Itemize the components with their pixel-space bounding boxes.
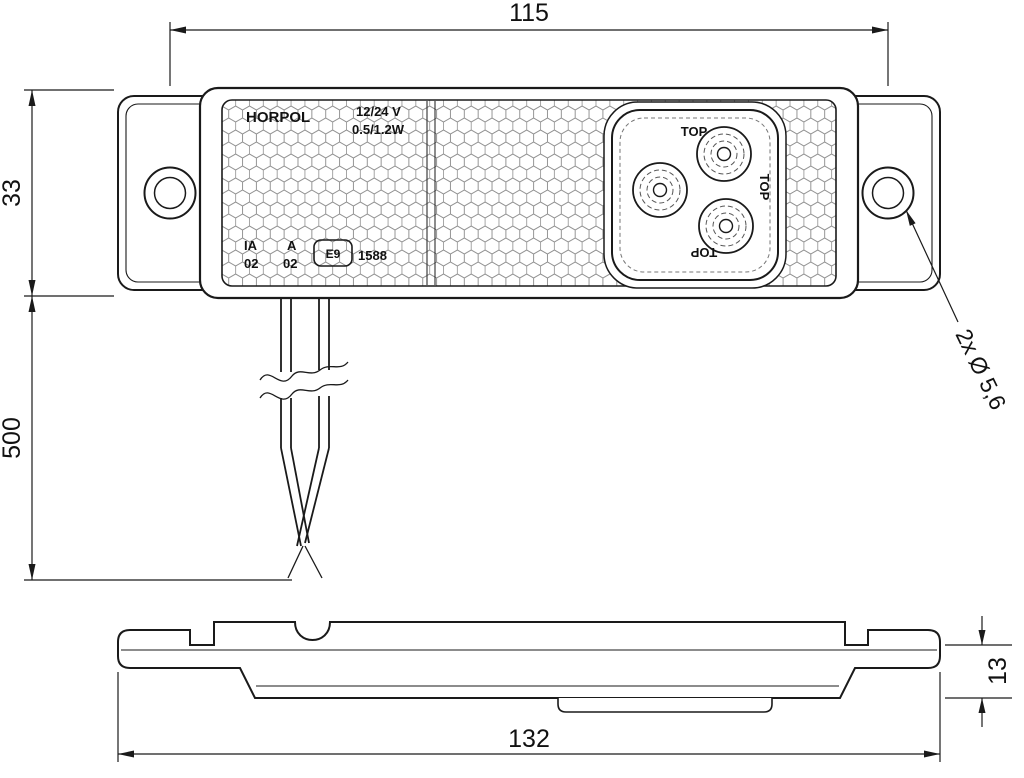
dim-hole-spacing: 115 — [509, 0, 549, 27]
top-label-upper: TOP — [681, 124, 708, 139]
wire-tip — [304, 545, 323, 579]
brand-label: HORPOL — [246, 109, 310, 126]
led-panel-outer — [603, 101, 787, 289]
top-label-side: TOP — [757, 174, 772, 201]
led-3 — [698, 198, 754, 254]
dimension-lines — [24, 22, 1012, 762]
break-symbol — [259, 361, 349, 382]
lamp-markings: HORPOL 12/24 V 0.5/1.2W IA A 02 02 E9 15… — [244, 104, 772, 271]
side-view — [117, 621, 941, 713]
front-view — [117, 86, 941, 300]
e-mark-label: E9 — [326, 247, 341, 261]
voltage-label: 12/24 V — [356, 104, 401, 119]
dim-overall-width: 132 — [508, 725, 550, 753]
leader-arrowhead — [906, 210, 916, 226]
led-2 — [696, 126, 752, 182]
hole-leader-line — [905, 209, 959, 323]
wires — [259, 299, 349, 579]
right-mounting-hole — [861, 166, 915, 220]
break-symbol — [259, 379, 349, 400]
approval-02b-label: 02 — [283, 256, 297, 271]
approval-02-label: 02 — [244, 256, 258, 271]
led-panel-texture — [619, 117, 771, 273]
power-label: 0.5/1.2W — [352, 122, 405, 137]
top-label-lower: TOP — [690, 245, 717, 260]
dim-body-height: 33 — [0, 179, 26, 207]
side-profile — [117, 621, 941, 699]
approval-number-label: 1588 — [358, 248, 387, 263]
dimension-arrows — [28, 26, 986, 758]
led-1 — [632, 162, 688, 218]
approval-a-label: A — [287, 238, 297, 253]
approval-ia-label: IA — [244, 238, 258, 253]
left-mounting-hole — [143, 166, 197, 220]
wire-tip — [287, 545, 304, 579]
led-panel — [611, 109, 779, 281]
right-mounting-hole-inner — [871, 176, 905, 210]
side-bottom-pad — [557, 698, 773, 713]
dim-profile-height: 13 — [984, 657, 1012, 685]
left-mounting-hole-inner — [153, 176, 187, 210]
e-mark-frame — [313, 239, 353, 267]
dim-wire-length: 500 — [0, 417, 26, 459]
